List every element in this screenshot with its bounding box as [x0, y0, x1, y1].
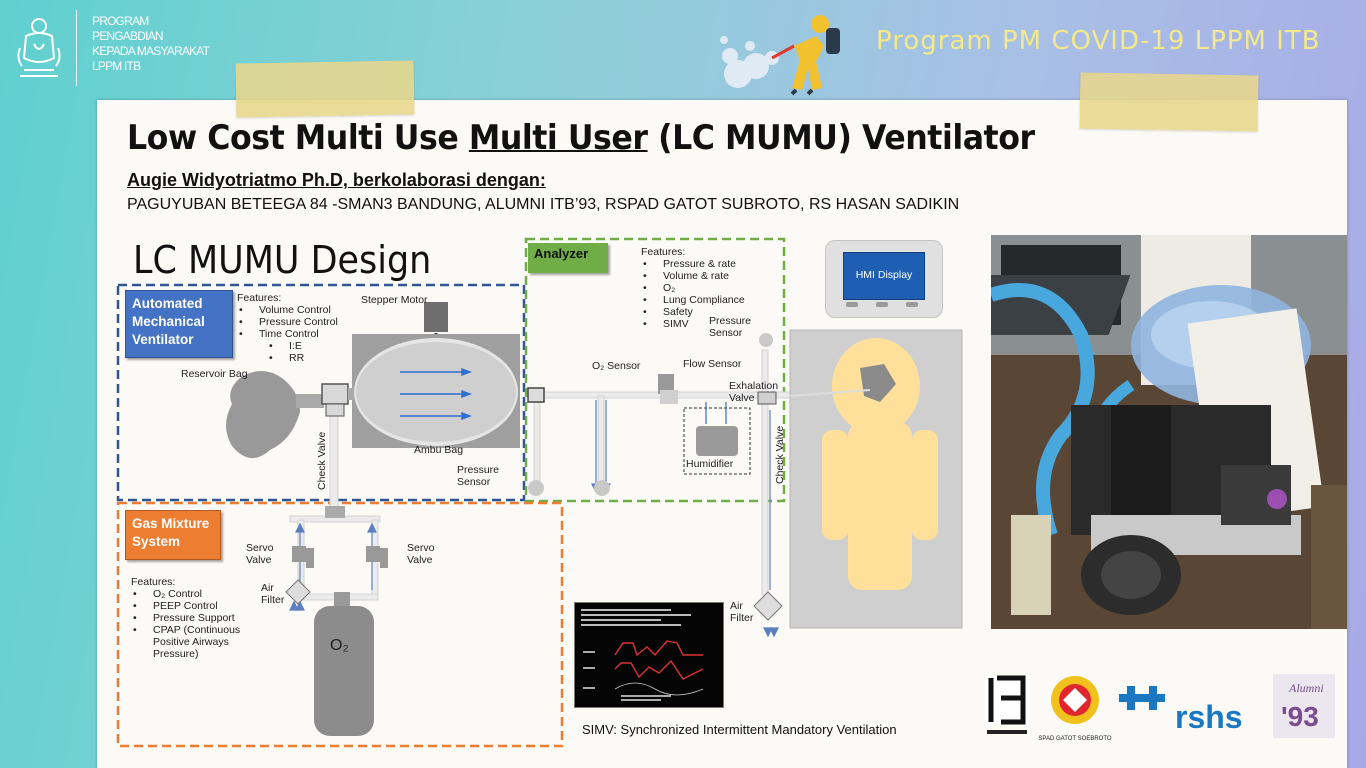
hmi-button [846, 302, 858, 307]
feature-item: Lung Compliance [641, 294, 745, 306]
feature-item: SIMV [641, 318, 745, 330]
feature-item: Pressure Support [131, 612, 261, 624]
org-line: PENGABDIAN [92, 29, 163, 43]
features-label: Features: [237, 292, 282, 304]
amv-tag: Automated Mechanical Ventilator [125, 290, 233, 358]
author-line: Augie Widyotriatmo Ph.D, berkolaborasi d… [127, 170, 546, 190]
exhalation-valve-label: Exhalation Valve [729, 380, 779, 404]
org-line: PROGRAM [92, 14, 149, 28]
feature-item: O₂ [641, 282, 745, 294]
gas-features: Features: O₂ Control PEEP Control Pressu… [131, 576, 261, 660]
hmi-button [876, 302, 888, 307]
humidifier-label: Humidifier [686, 458, 734, 470]
amv-box [116, 283, 526, 502]
feature-item: Pressure & rate [641, 258, 745, 270]
org-line: KEPADA MASYARAKAT [92, 44, 210, 58]
pressure-sensor-label: Pressure Sensor [457, 464, 500, 488]
reservoir-bag-label: Reservoir Bag [181, 368, 248, 380]
svg-text:Alumni: Alumni [1288, 681, 1324, 695]
feature-item: Time Control [237, 328, 338, 340]
title-part: Low Cost Multi Use [127, 118, 469, 158]
partner-logos: SPAD GATOT SOEBROTO rshs Alumni '93 [985, 674, 1335, 742]
title-underlined: Multi User [468, 118, 648, 158]
analyzer-tag: Analyzer [528, 243, 608, 273]
title-part: (LC MUMU) Ventilator [647, 118, 1035, 158]
features-label: Features: [641, 246, 686, 258]
feature-subitem: RR [237, 352, 338, 364]
ganesha-logo [17, 18, 61, 77]
alumni-93-logo: Alumni '93 [1273, 674, 1335, 738]
gas-tag: Gas Mixture System [125, 510, 221, 560]
program-title: Program PM COVID-19 LPPM ITB [876, 26, 1321, 56]
rshs-logo-text: rshs [1175, 699, 1243, 735]
hmi-button [906, 302, 918, 307]
feature-item: Pressure Control [237, 316, 338, 328]
slide-title: Low Cost Multi Use Multi User (LC MUMU) … [127, 118, 1035, 158]
simv-waveform-image [574, 602, 724, 708]
reservoir-bag [226, 371, 300, 459]
hmi-display: HMI Display [843, 252, 925, 300]
check-valve-label: Check Valve [316, 431, 328, 490]
servo-valve-label: Servo Valve [246, 542, 274, 566]
stepper-motor-label: Stepper Motor [361, 294, 428, 306]
rspad-logo [1051, 676, 1099, 724]
feature-item: Volume & rate [641, 270, 745, 282]
org-name: PROGRAM PENGABDIAN KEPADA MASYARAKAT LPP… [92, 14, 210, 74]
feature-item: Volume Control [237, 304, 338, 316]
stepper-motor [424, 302, 448, 332]
prototype-photo [991, 235, 1347, 629]
air-filter-label: Air Filter [730, 600, 754, 624]
feature-item: CPAP (Continuous Positive Airways Pressu… [131, 624, 261, 660]
flow-sensor-label: Flow Sensor [683, 358, 742, 370]
analyzer-box [524, 237, 786, 503]
svg-text:'93: '93 [1281, 701, 1319, 732]
rshs-logo [1119, 686, 1165, 710]
rspad-logo-text: SPAD GATOT SOEBROTO [1038, 736, 1111, 742]
o2-tank-label: O₂ [330, 637, 349, 654]
check-valve-label: Check Valve [774, 425, 786, 484]
partners-line: PAGUYUBAN BETEEGA 84 -SMAN3 BANDUNG, ALU… [127, 196, 960, 213]
simv-caption: SIMV: Synchronized Intermittent Mandator… [582, 722, 897, 737]
o2-sensor-label: O₂ Sensor [592, 360, 641, 372]
analyzer-features: Features: Pressure & rate Volume & rate … [641, 246, 745, 330]
feature-item: PEEP Control [131, 600, 261, 612]
feature-subitem: I:E [237, 340, 338, 352]
amv-features: Features: Volume Control Pressure Contro… [237, 292, 338, 364]
humidifier [696, 426, 738, 456]
feature-item: O₂ Control [131, 588, 261, 600]
org-line: LPPM ITB [92, 59, 141, 73]
o2-tank [314, 606, 374, 736]
disinfect-sprayer-illustration [720, 15, 840, 96]
air-filter-label: Air Filter [261, 582, 285, 606]
features-label: Features: [131, 576, 176, 588]
servo-valve-label: Servo Valve [407, 542, 435, 566]
design-title: LC MUMU Design [133, 238, 432, 282]
ambu-bag-label: Ambu Bag [414, 444, 464, 456]
header-divider [76, 10, 77, 86]
pressure-sensor-label: Pressure Sensor [709, 315, 752, 339]
beteega-logo [985, 675, 1029, 734]
gas-box [116, 501, 564, 748]
feature-item: Safety [641, 306, 745, 318]
